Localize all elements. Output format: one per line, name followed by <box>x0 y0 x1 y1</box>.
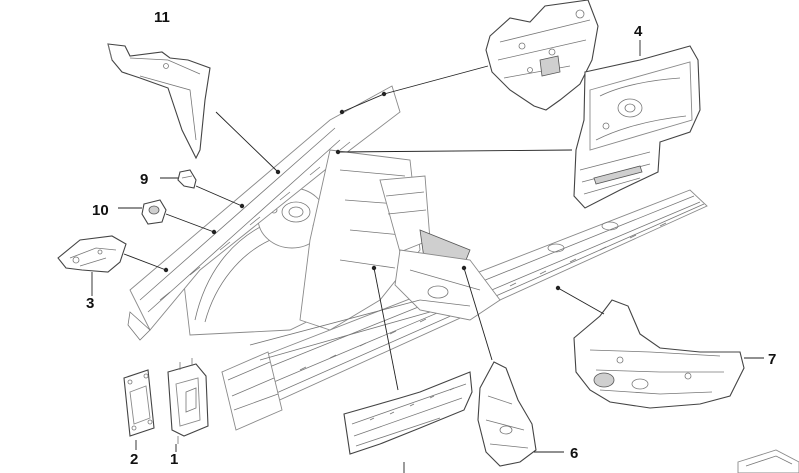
part-11-bracket <box>107 43 211 160</box>
part-2-plate <box>123 369 155 437</box>
callout-4: 4 <box>634 23 643 40</box>
callout-3: 3 <box>86 295 94 312</box>
callout-10: 10 <box>92 202 109 219</box>
panel-top-center <box>485 0 599 111</box>
callout-7: 7 <box>768 351 776 368</box>
part-1-bracket <box>167 358 209 444</box>
corner-stamp-icon <box>737 449 799 473</box>
leader-dots <box>163 91 561 291</box>
callout-1: 1 <box>170 451 178 468</box>
part-6-panel <box>477 361 537 467</box>
callout-labels: 11 9 10 3 2 1 4 7 6 <box>86 9 776 468</box>
part-3-bracket <box>57 235 127 273</box>
part-9-clip <box>177 169 197 189</box>
callout-2: 2 <box>130 451 138 468</box>
callout-11: 11 <box>154 9 170 26</box>
callout-6: 6 <box>570 445 578 462</box>
part-5-sill <box>343 371 473 455</box>
front-body-structure <box>127 85 708 431</box>
callout-9: 9 <box>140 171 148 188</box>
leader-lines <box>91 40 764 473</box>
part-4-panel <box>573 45 701 209</box>
part-10-bracket <box>141 199 167 225</box>
part-7-section <box>573 299 745 409</box>
